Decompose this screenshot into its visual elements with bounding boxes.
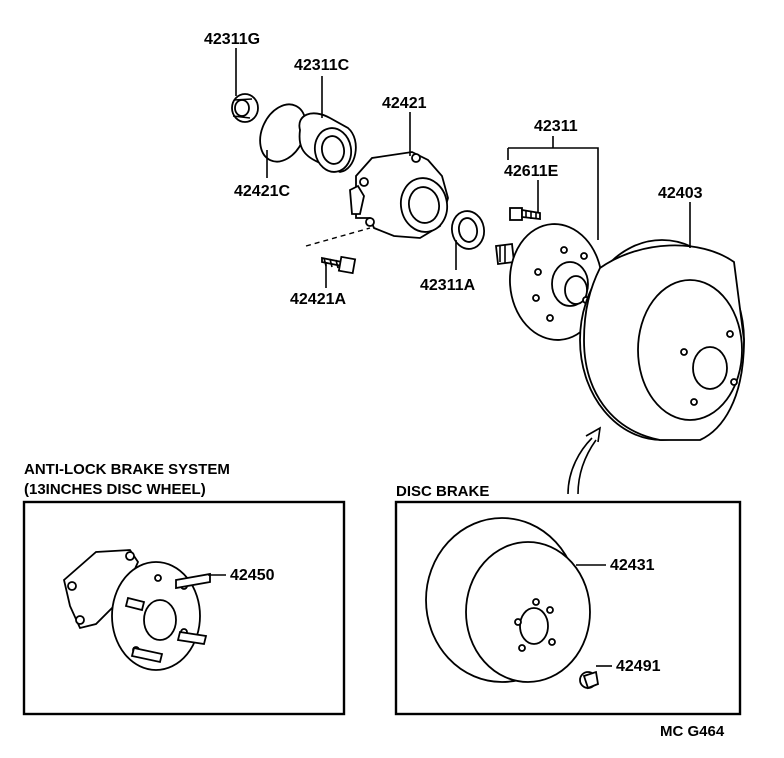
dashed-bolt-path	[305, 227, 371, 247]
arrow-disc-to-drum	[567, 426, 602, 495]
abs-box	[22, 500, 346, 716]
label-42403: 42403	[658, 185, 703, 202]
part-42611e-hub-bolt	[509, 207, 541, 221]
label-42450: 42450	[230, 567, 275, 584]
label-42311c: 42311C	[294, 57, 350, 74]
part-42311a-oil-seal	[451, 210, 485, 250]
part-42421-axle-housing	[349, 151, 449, 239]
part-42431-disc	[425, 517, 591, 683]
part-42421a-bolt	[321, 255, 357, 275]
part-42311-axle-hub	[495, 223, 603, 341]
label-42491: 42491	[616, 658, 661, 675]
label-42421: 42421	[382, 95, 427, 112]
label-42421a: 42421A	[290, 291, 346, 308]
label-42311g: 42311G	[204, 31, 260, 48]
label-42611e: 42611E	[504, 163, 559, 180]
part-42491-screw	[579, 670, 600, 690]
part-42403-brake-drum	[579, 239, 745, 441]
label-42311: 42311	[534, 118, 578, 135]
part-42450-hub-assy	[63, 549, 211, 671]
part-42311c-bearing	[298, 112, 357, 173]
abs-section-title-line1: ANTI-LOCK BRAKE SYSTEM	[24, 461, 230, 478]
part-42311g-nut	[231, 93, 259, 123]
diagram-code: MC G464	[660, 723, 725, 740]
disc-brake-box	[394, 500, 742, 716]
abs-section-title-line2: (13INCHES DISC WHEEL)	[24, 481, 206, 498]
label-42311a: 42311A	[420, 277, 476, 294]
disc-brake-section-title: DISC BRAKE	[396, 483, 489, 500]
label-42421c: 42421C	[234, 183, 290, 200]
label-42431: 42431	[610, 557, 655, 574]
leader-42311	[507, 136, 599, 240]
